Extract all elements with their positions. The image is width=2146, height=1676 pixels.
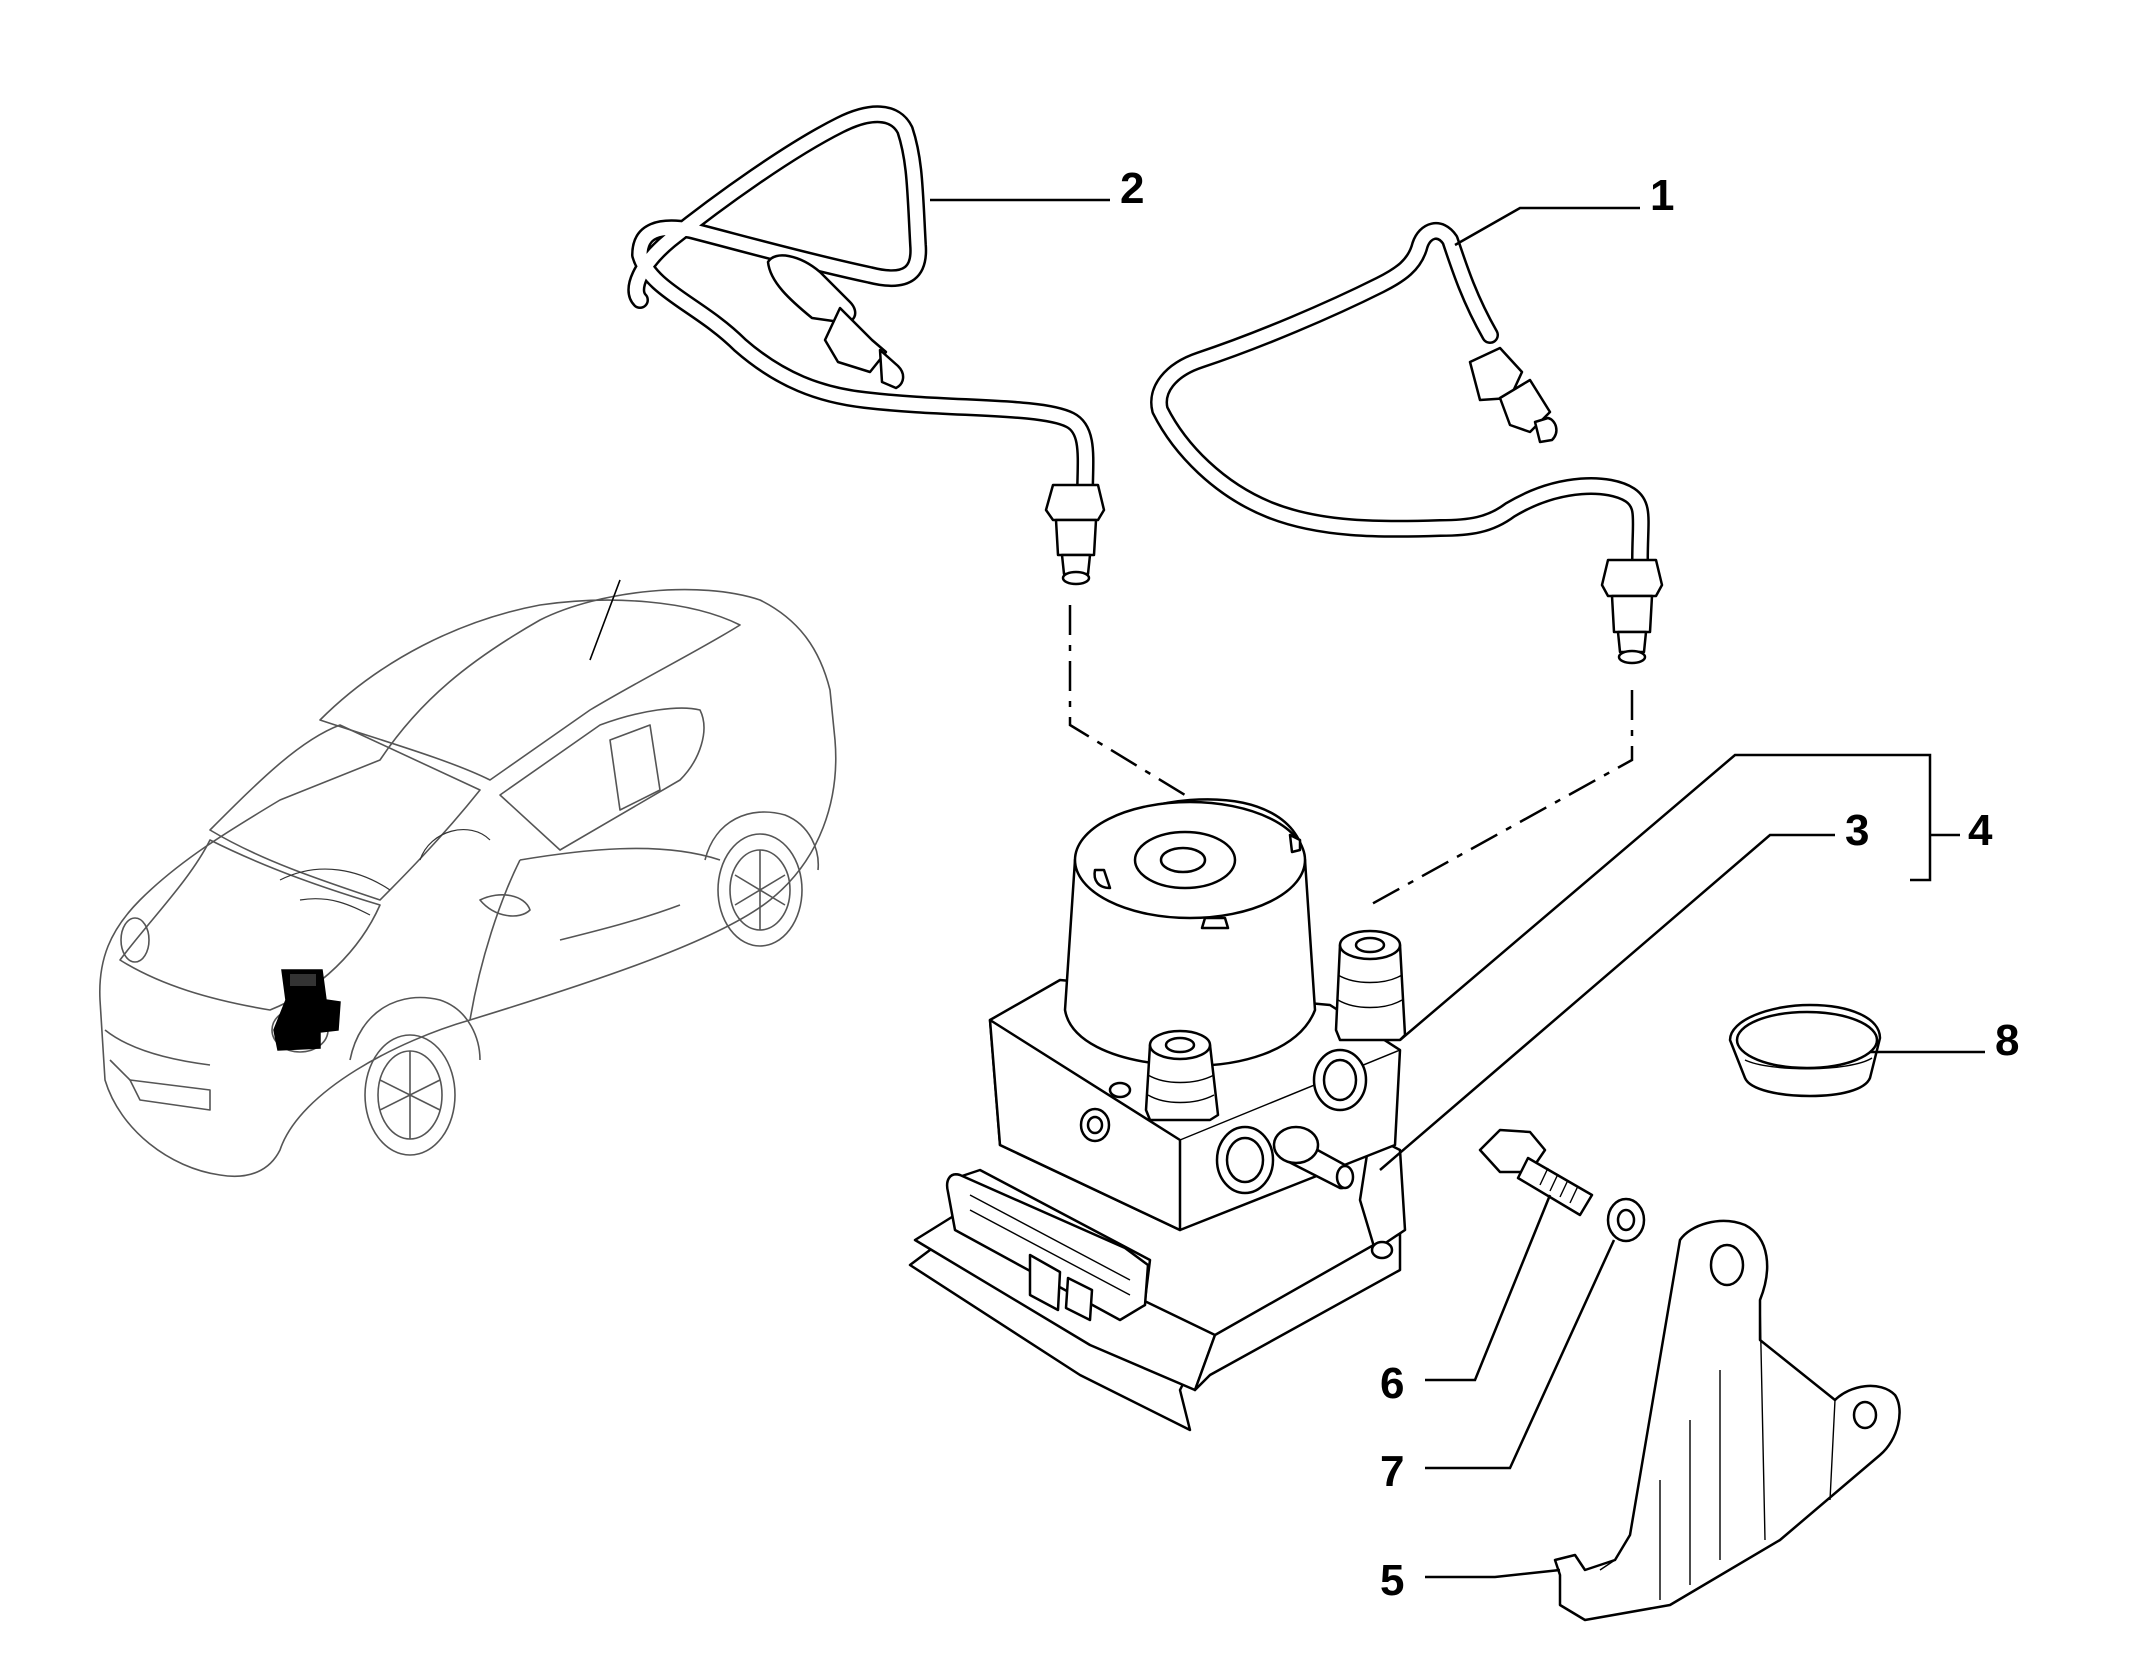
vehicle-locator-illustration bbox=[99, 579, 837, 1177]
callout-7: 7 bbox=[1380, 1447, 1404, 1496]
bracket-part-5 bbox=[1553, 1219, 1901, 1622]
callout-5: 5 bbox=[1380, 1556, 1404, 1605]
leader-line-6 bbox=[1425, 1194, 1552, 1382]
callout-1: 1 bbox=[1650, 171, 1674, 220]
leader-line-4-bracket bbox=[1900, 753, 1932, 882]
leader-lines bbox=[589, 198, 1985, 1579]
leader-line-4-to-unit bbox=[1399, 753, 1900, 1041]
leader-line-7 bbox=[1425, 1239, 1616, 1470]
bolt-part-6 bbox=[1478, 1128, 1594, 1217]
abs-hydraulic-unit bbox=[908, 798, 1407, 1432]
assembly-line-pipe-1 bbox=[1369, 690, 1634, 907]
brake-pipe-1 bbox=[1150, 222, 1664, 665]
leader-line-5 bbox=[1425, 1568, 1561, 1579]
callout-6: 6 bbox=[1380, 1359, 1404, 1408]
abs-unit-location-marker bbox=[273, 969, 341, 1051]
callout-2: 2 bbox=[1120, 164, 1144, 213]
callout-labels: 1 2 3 4 5 6 7 8 bbox=[1120, 164, 2019, 1605]
brake-pipe-2 bbox=[627, 105, 1106, 586]
callout-8: 8 bbox=[1995, 1016, 2019, 1065]
locator-leader-line bbox=[589, 579, 621, 661]
washer-part-7 bbox=[1606, 1197, 1646, 1243]
leader-line-1 bbox=[1454, 206, 1640, 247]
leader-line-3 bbox=[1379, 833, 1835, 1171]
callout-3: 3 bbox=[1845, 806, 1869, 855]
callout-4: 4 bbox=[1968, 806, 1993, 855]
grommet-part-8 bbox=[1728, 1003, 1882, 1098]
